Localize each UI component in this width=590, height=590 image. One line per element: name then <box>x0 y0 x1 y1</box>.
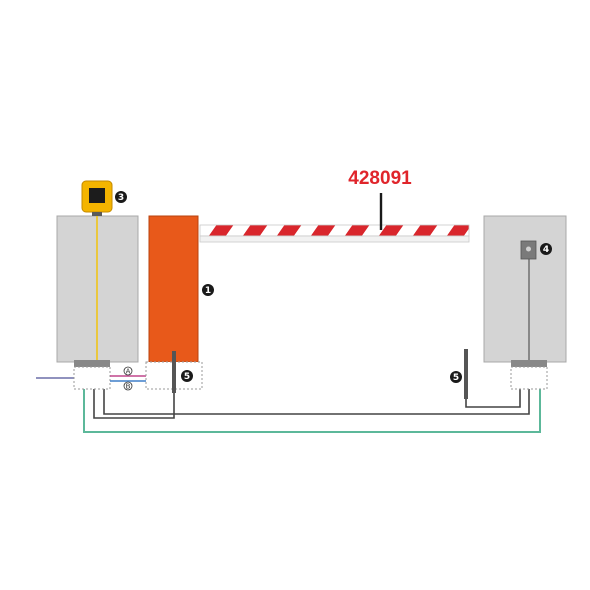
bottom-wiring <box>36 377 541 433</box>
right-foundation <box>510 366 548 390</box>
callout-loop-left: 5 <box>181 370 193 382</box>
barrier-housing <box>148 215 199 363</box>
part-code-callout: 428091 <box>348 168 412 230</box>
signal-light-stem <box>92 212 102 216</box>
callout-barrier: 1 <box>202 284 214 296</box>
barrier <box>145 215 203 393</box>
callout-signal-light-number: 3 <box>118 193 124 203</box>
right-dark-wire <box>465 389 521 408</box>
callout-loop-right: 5 <box>450 371 462 383</box>
loop-detector-left <box>172 351 176 393</box>
right-cabinet-body <box>483 215 567 363</box>
callout-signal-light: 3 <box>115 191 127 203</box>
callout-barrier-badge <box>202 284 214 296</box>
left-foundation <box>73 366 111 390</box>
right-cabinet <box>483 215 567 390</box>
boom-arm-lower-rail <box>199 235 470 243</box>
green-wire <box>83 389 541 433</box>
boom-arm <box>199 224 470 243</box>
callout-loop-right-number: 5 <box>453 373 459 383</box>
callout-signal-light-badge <box>115 191 127 203</box>
center-dark-wire <box>103 389 530 415</box>
callout-loop-right-badge <box>450 371 462 383</box>
wire-b-label: B <box>126 383 131 391</box>
callout-receiver-badge <box>540 243 552 255</box>
wire-b-marker <box>123 381 133 391</box>
left-cabinet <box>56 215 139 390</box>
receiver-lens <box>526 246 531 252</box>
callout-loop-left-badge <box>181 370 193 382</box>
loop-detector-right <box>464 349 468 399</box>
signal-light-lens <box>89 188 105 203</box>
right-cabinet-base <box>511 360 547 367</box>
left-dark-wire <box>93 389 175 419</box>
wire-a-label: A <box>126 368 131 376</box>
boom-arm-stripes <box>199 224 470 237</box>
part-code-label: 428091 <box>348 168 412 189</box>
callout-receiver: 4 <box>540 243 552 255</box>
callout-barrier-number: 1 <box>205 286 211 296</box>
left-cabinet-base <box>74 360 110 367</box>
callout-receiver-number: 4 <box>543 245 549 255</box>
interconnect-wires: A B <box>110 366 146 391</box>
wire-a-marker <box>123 366 133 376</box>
signal-light <box>81 180 113 216</box>
callout-loop-left-number: 5 <box>184 372 190 382</box>
